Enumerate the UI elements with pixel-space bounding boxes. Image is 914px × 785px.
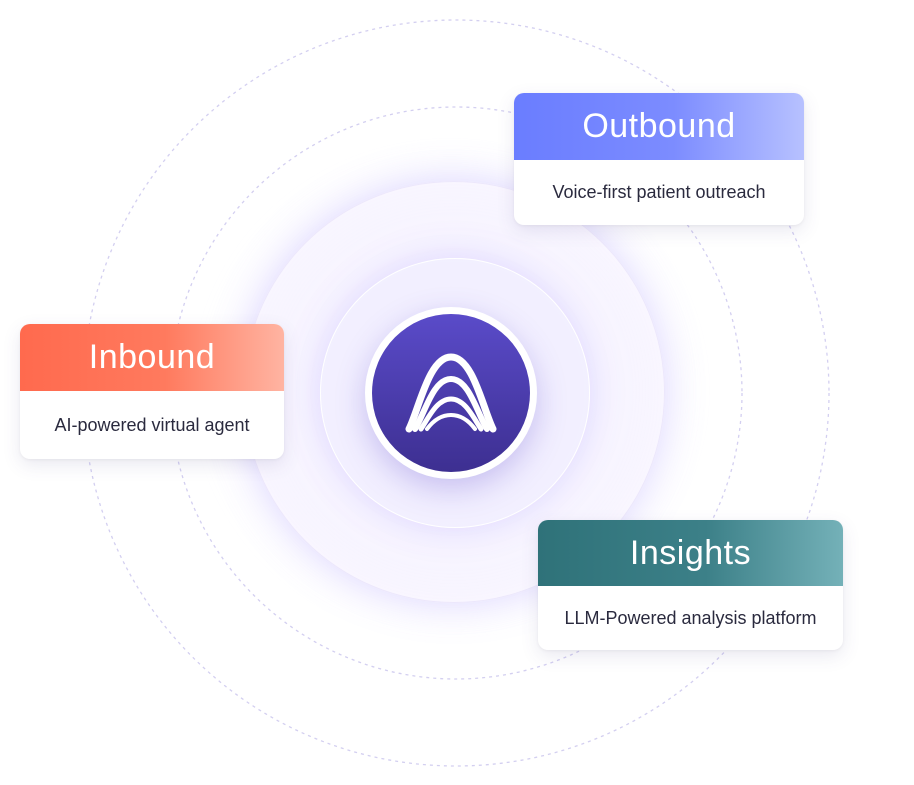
insights-card-body: LLM-Powered analysis platform: [538, 586, 843, 650]
outbound-card: Outbound Voice-first patient outreach: [514, 93, 804, 225]
inbound-card-body: AI-powered virtual agent: [20, 391, 284, 459]
outbound-subtitle: Voice-first patient outreach: [552, 182, 766, 202]
outbound-card-header: Outbound: [514, 93, 804, 160]
inbound-title: Inbound: [88, 338, 216, 376]
outbound-title: Outbound: [582, 107, 736, 145]
inbound-card: Inbound AI-powered virtual agent: [20, 324, 284, 459]
insights-card-header: Insights: [538, 520, 843, 586]
center-logo-badge: [365, 307, 537, 479]
insights-title: Insights: [629, 533, 752, 572]
outbound-card-body: Voice-first patient outreach: [514, 160, 804, 225]
center-logo-core: [372, 314, 530, 472]
insights-subtitle: LLM-Powered analysis platform: [564, 607, 817, 628]
inbound-subtitle: AI-powered virtual agent: [54, 414, 250, 435]
inbound-card-header: Inbound: [20, 324, 284, 391]
arch-logo-icon: [405, 353, 497, 433]
insights-card: Insights LLM-Powered analysis platform: [538, 520, 843, 650]
